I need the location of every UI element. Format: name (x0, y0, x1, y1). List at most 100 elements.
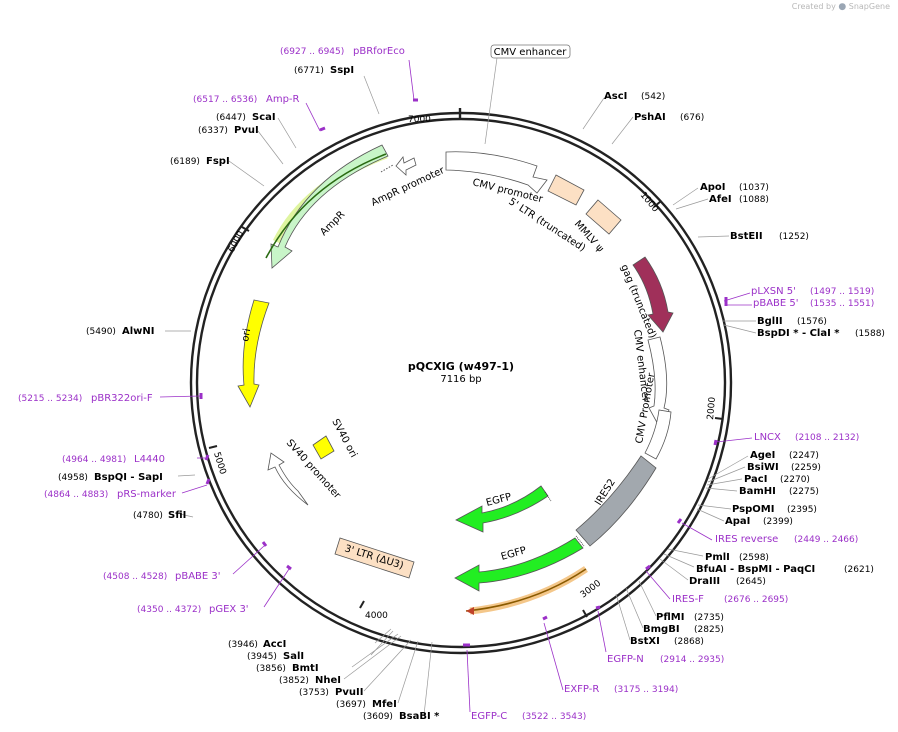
primer-pbabe5[interactable]: pBABE 5' (753, 298, 799, 309)
tick-marks (208, 108, 724, 618)
site-acci[interactable]: AccI (263, 639, 286, 650)
primer-ires-reverse[interactable]: IRES reverse (715, 534, 778, 545)
site-bamhi[interactable]: BamHI (739, 486, 776, 497)
site-bfuai-bspmi-paqci[interactable]: BfuAI - BspMI - PaqCI (696, 564, 815, 575)
tick-2000: 2000 (706, 396, 718, 420)
svg-text:(4780): (4780) (133, 511, 163, 521)
ltr3-feature[interactable] (334, 537, 415, 579)
primer-lines (159, 59, 753, 713)
primer-pbrforeco[interactable]: pBRforEco (353, 46, 405, 57)
credit-brand: SnapGene (848, 2, 890, 11)
primer-plxsn5[interactable]: pLXSN 5' (751, 286, 796, 297)
site-pspomi[interactable]: PspOMI (732, 504, 774, 515)
site-bsabi[interactable]: BsaBI * (399, 711, 440, 722)
svg-text:(3753): (3753) (299, 688, 329, 698)
site-afei[interactable]: AfeI (709, 194, 732, 205)
svg-text:(2108 .. 2132): (2108 .. 2132) (795, 433, 859, 443)
site-apoi[interactable]: ApoI (700, 182, 726, 193)
svg-text:(2621): (2621) (844, 565, 874, 575)
svg-text:(1088): (1088) (739, 195, 769, 205)
site-mfei[interactable]: MfeI (372, 699, 397, 710)
site-agei[interactable]: AgeI (750, 450, 775, 461)
tick-3000: 3000 (579, 578, 604, 600)
svg-text:(1576): (1576) (797, 317, 827, 327)
primer-exfp-r[interactable]: EXFP-R (564, 684, 599, 695)
plasmid-size: 7116 bp (440, 374, 481, 385)
tick-1000: 1000 (638, 191, 661, 215)
site-pvuii[interactable]: PvuII (335, 687, 363, 698)
svg-text:(2645): (2645) (736, 577, 766, 587)
svg-text:(2598): (2598) (739, 553, 769, 563)
svg-text:(5215 .. 5234): (5215 .. 5234) (18, 394, 82, 404)
ires2-feature[interactable] (575, 455, 657, 547)
svg-text:(1497 .. 1519): (1497 .. 1519) (810, 287, 874, 297)
svg-text:(3522 .. 3543): (3522 .. 3543) (522, 712, 586, 722)
site-bglii[interactable]: BglII (757, 316, 783, 327)
primer-pbabe3[interactable]: pBABE 3' (175, 571, 221, 582)
mmlv-psi-feature[interactable] (585, 199, 622, 235)
site-fspi[interactable]: FspI (206, 156, 230, 167)
site-pshai[interactable]: PshAI (634, 112, 666, 123)
egfp-feature-2[interactable] (454, 537, 584, 592)
primer-pgex3[interactable]: pGEX 3' (209, 604, 249, 615)
tick-4000: 4000 (365, 611, 388, 621)
primer-egfp-c[interactable]: EGFP-C (471, 711, 507, 722)
primer-lncx[interactable]: LNCX (754, 432, 781, 443)
site-sspi[interactable]: SspI (330, 65, 354, 76)
site-pvui[interactable]: PvuI (234, 125, 259, 136)
site-sali[interactable]: SalI (283, 651, 304, 662)
cmv-enhancer-box[interactable] (490, 44, 571, 59)
ampr-promoter-feature[interactable] (395, 156, 417, 176)
svg-text:(2275): (2275) (789, 487, 819, 497)
svg-text:(5490): (5490) (86, 327, 116, 337)
ampr-feature[interactable] (270, 144, 389, 269)
site-bspdi-clai[interactable]: BspDI * - ClaI * (757, 328, 840, 339)
primer-prs-marker[interactable]: pRS-marker (117, 489, 177, 500)
site-labels: AscI (542) PshAI (676) ApoI (1037) AfeI … (58, 65, 885, 722)
svg-text:(2247): (2247) (789, 451, 819, 461)
site-paci[interactable]: PacI (744, 474, 767, 485)
cmv-promoter-feature[interactable] (445, 151, 548, 194)
cmv-promoter2-feature[interactable] (644, 409, 672, 460)
svg-text:(4508 .. 4528): (4508 .. 4528) (103, 572, 167, 582)
site-pflmi[interactable]: PflMI (656, 612, 684, 623)
site-nhei[interactable]: NheI (315, 675, 341, 686)
primer-egfp-n[interactable]: EGFP-N (607, 654, 644, 665)
site-alwni[interactable]: AlwNI (122, 326, 155, 337)
svg-text:(6189): (6189) (170, 157, 200, 167)
svg-text:(4350 .. 4372): (4350 .. 4372) (137, 605, 201, 615)
site-draiii[interactable]: DraIII (689, 576, 720, 587)
site-pmli[interactable]: PmlI (705, 552, 730, 563)
svg-text:(2399): (2399) (763, 517, 793, 527)
svg-text:(2914 .. 2935): (2914 .. 2935) (660, 655, 724, 665)
sv40-ori-feature[interactable] (312, 435, 335, 460)
gag-feature[interactable] (632, 256, 674, 333)
site-asci[interactable]: AscI (604, 91, 627, 102)
site-scai[interactable]: ScaI (252, 112, 276, 123)
svg-text:(4864 .. 4883): (4864 .. 4883) (44, 490, 108, 500)
egfp-label-2: EGFP (500, 545, 528, 563)
site-bstxi[interactable]: BstXI (630, 636, 660, 647)
site-bsiwi[interactable]: BsiWI (747, 462, 779, 473)
ori-feature[interactable] (237, 299, 270, 408)
site-bspqi-sapi[interactable]: BspQI - SapI (94, 472, 163, 483)
svg-text:(4964 .. 4981): (4964 .. 4981) (62, 455, 126, 465)
ltr5-feature[interactable] (547, 174, 585, 206)
site-bmti[interactable]: BmtI (292, 663, 319, 674)
site-apai[interactable]: ApaI (725, 516, 750, 527)
svg-text:(2868): (2868) (674, 637, 704, 647)
primer-l4440[interactable]: L4440 (134, 454, 165, 465)
primer-ires-f[interactable]: IRES-F (672, 594, 704, 605)
primer-amp-r[interactable]: Amp-R (266, 94, 300, 105)
primer-pbr322ori-f[interactable]: pBR322ori-F (91, 393, 153, 404)
svg-text:(676): (676) (680, 113, 704, 123)
site-sfii[interactable]: SfiI (168, 510, 186, 521)
site-bsteii[interactable]: BstEII (730, 231, 763, 242)
tick-7000: 7000 (408, 115, 431, 125)
snapgene-logo-icon: ● (838, 2, 847, 12)
sv40-promoter-feature[interactable] (267, 452, 309, 506)
egfp-feature-1[interactable] (455, 485, 549, 533)
cmv-enhancer-feature[interactable] (647, 336, 670, 429)
site-bmgbi[interactable]: BmgBI (643, 624, 680, 635)
